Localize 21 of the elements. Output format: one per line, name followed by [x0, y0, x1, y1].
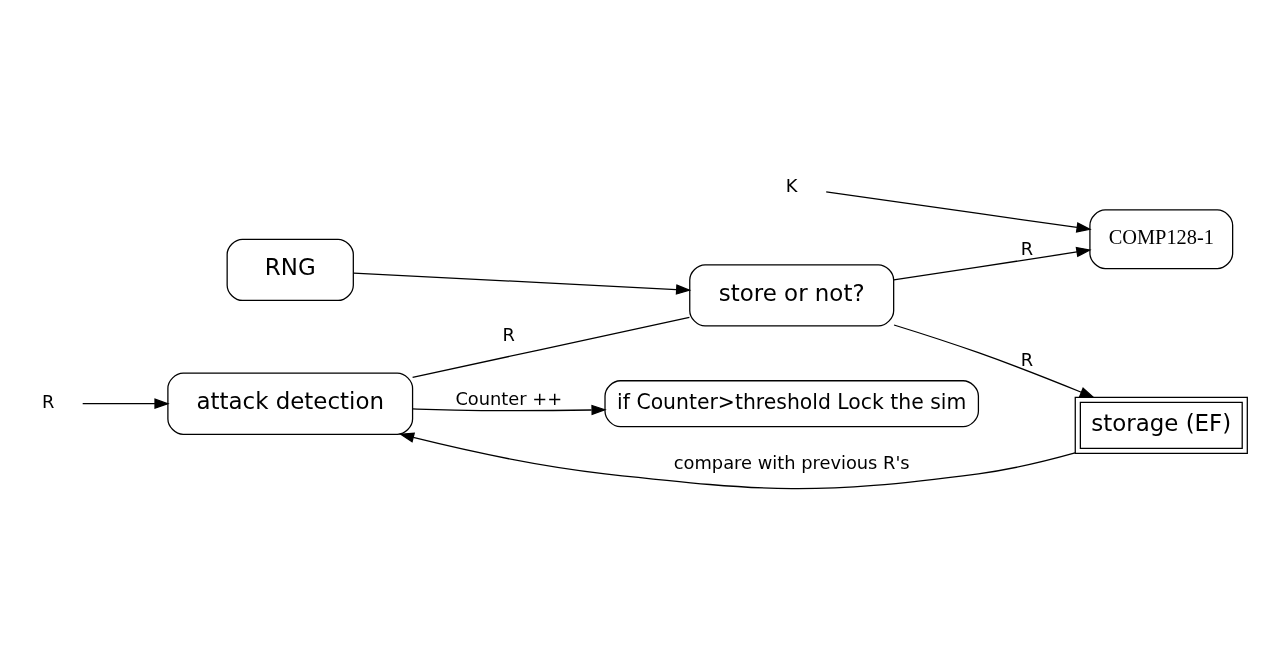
- arrow: [82, 398, 170, 410]
- node-text: R: [41, 391, 55, 413]
- node-box: COMP128-1: [1089, 209, 1234, 270]
- node-box: store or not?: [689, 264, 895, 327]
- node-box: RNG: [226, 238, 354, 302]
- edge-label: R: [502, 324, 515, 346]
- node-box: if Counter>threshold Lock the sim: [604, 380, 980, 428]
- node-box: storage (EF): [1074, 396, 1248, 455]
- connector: [411, 316, 691, 379]
- node-text: K: [785, 174, 798, 196]
- arrow: [412, 404, 607, 416]
- arrow: [825, 191, 1092, 233]
- arrow: [893, 246, 1092, 281]
- edge-label: compare with previous R's: [673, 451, 910, 473]
- arrow: [893, 324, 1095, 398]
- edge-label: R: [1020, 348, 1034, 370]
- arrow: [353, 272, 692, 295]
- edge-label: R: [1020, 237, 1034, 259]
- edge-label: Counter ++: [455, 388, 563, 410]
- node-box: attack detection: [167, 372, 414, 435]
- arrow: [398, 432, 1076, 490]
